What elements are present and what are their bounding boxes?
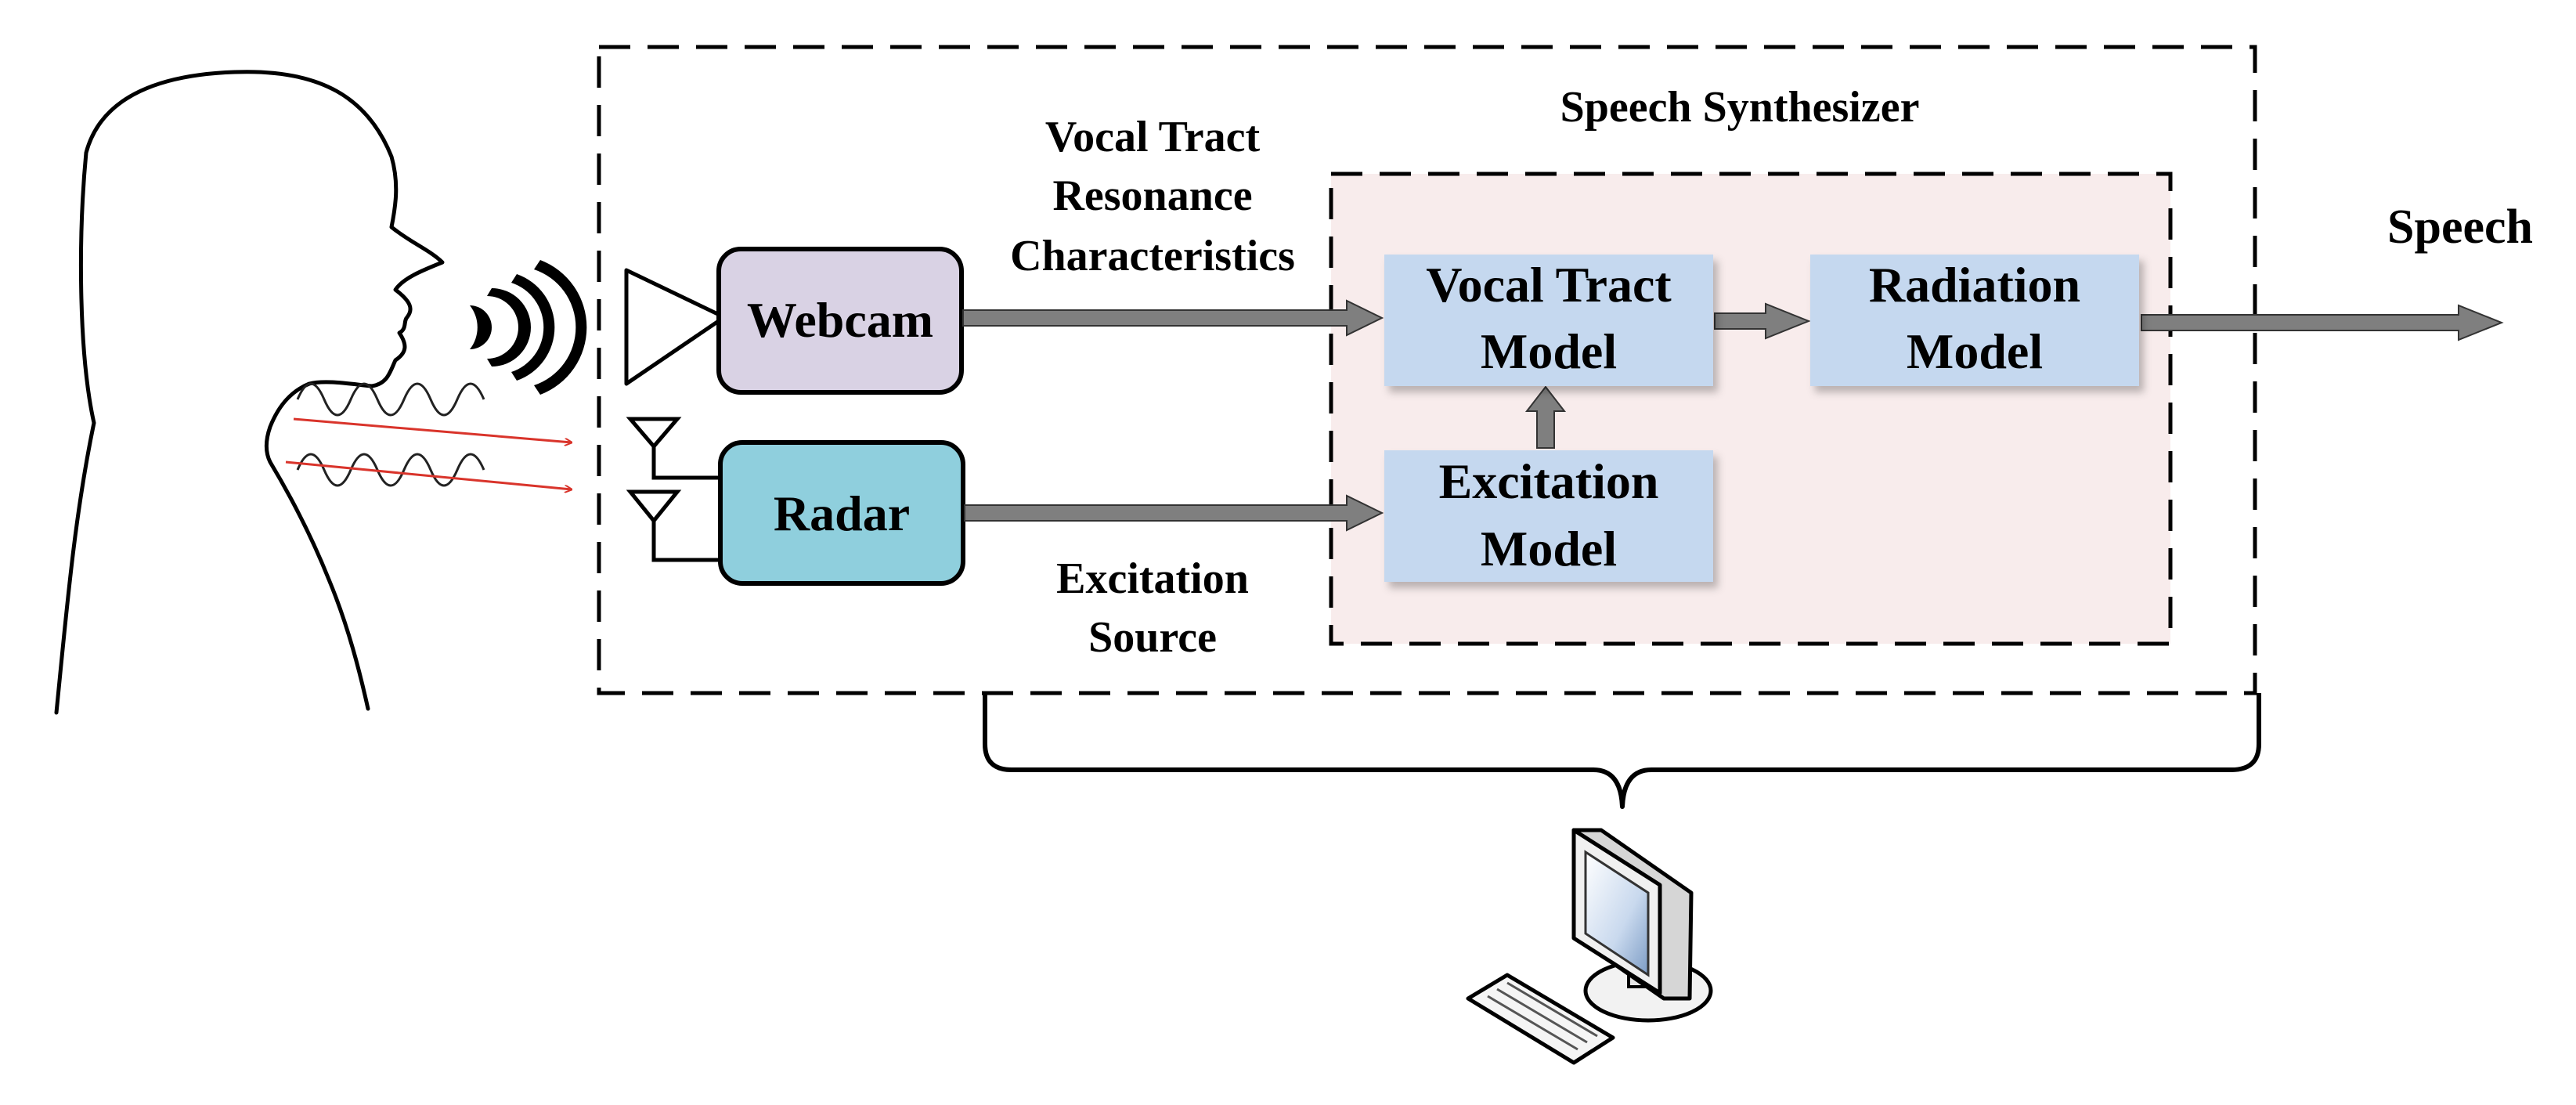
radar-label: Radar	[774, 486, 910, 541]
curly-brace	[983, 693, 2261, 809]
sound-wave-icon	[470, 260, 587, 395]
excitation-model-label-2: Model	[1481, 521, 1617, 576]
excitation-model-box	[1384, 450, 1713, 582]
vocal-tract-model-label-2: Model	[1481, 323, 1617, 379]
arrow-speech-output	[2141, 304, 2504, 341]
system-boundary	[597, 45, 2257, 695]
excitation-source-label-2: Source	[1088, 613, 1217, 662]
vocal-tract-characteristics-label-2: Resonance	[1052, 172, 1252, 220]
radiation-model-label-2: Model	[1907, 323, 2043, 379]
excitation-model-label-1: Excitation	[1439, 453, 1659, 509]
head-silhouette-icon	[54, 70, 445, 715]
arrow-radar-to-excitation	[964, 494, 1384, 532]
vocal-tract-characteristics-label-3: Characteristics	[1010, 232, 1295, 280]
speech-synthesizer-region	[1329, 172, 2173, 646]
webcam-box	[716, 247, 964, 395]
excitation-source-label-1: Excitation	[1056, 554, 1249, 603]
arrow-excitation-to-vocal-tract	[1524, 385, 1567, 449]
radar-box	[718, 440, 965, 586]
camera-icon	[624, 268, 727, 386]
computer-icon	[1466, 828, 1713, 1065]
radiation-model-box	[1810, 255, 2139, 386]
webcam-label: Webcam	[747, 292, 933, 348]
vocal-tract-model-box	[1384, 255, 1713, 386]
radar-wave-icon	[285, 382, 572, 489]
radiation-model-label-1: Radiation	[1869, 257, 2080, 312]
antenna-icon	[626, 417, 720, 562]
arrows	[962, 299, 2504, 532]
arrow-vocal-tract-to-radiation	[1714, 302, 1811, 340]
vocal-tract-characteristics-label-1: Vocal Tract	[1045, 113, 1261, 161]
arrow-webcam-to-vocal-tract	[962, 299, 1384, 337]
speech-output-label: Speech	[2387, 200, 2533, 254]
speech-synthesizer-title: Speech Synthesizer	[1560, 83, 1920, 132]
vocal-tract-model-label-1: Vocal Tract	[1426, 257, 1672, 312]
